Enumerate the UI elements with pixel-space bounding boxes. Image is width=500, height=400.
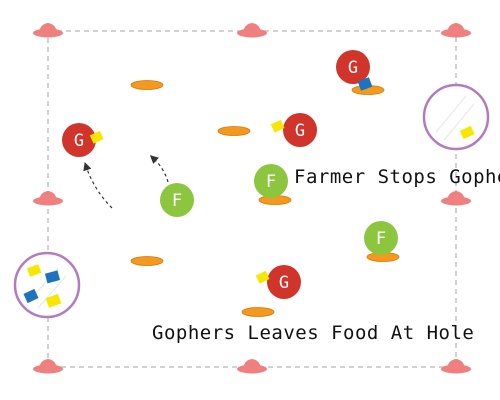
gopher-player: G bbox=[270, 113, 317, 147]
gopher-food-yellow bbox=[89, 130, 104, 144]
movement-arrow bbox=[83, 162, 113, 209]
food-zone-left bbox=[13, 251, 81, 319]
gopher-food-yellow bbox=[270, 119, 285, 133]
gopher-label: G bbox=[279, 273, 289, 293]
gopher-player: G bbox=[336, 50, 373, 91]
cones bbox=[33, 23, 471, 374]
food-item-blue bbox=[23, 288, 39, 304]
food-item-yellow bbox=[26, 264, 42, 277]
gopher-player: G bbox=[255, 265, 301, 299]
gopher-label: G bbox=[348, 58, 358, 78]
cone-bottom-right bbox=[441, 359, 471, 374]
farmer-label: F bbox=[376, 229, 386, 249]
cone-top-mid bbox=[237, 23, 267, 38]
caption-farmer-stops-gopher: Farmer Stops Gopher bbox=[294, 166, 500, 188]
hole bbox=[241, 307, 275, 317]
cone-top-right bbox=[441, 23, 471, 38]
farmer-player: F bbox=[364, 221, 398, 255]
hole bbox=[130, 256, 164, 266]
food-item-yellow bbox=[45, 293, 62, 308]
movement-arrow bbox=[149, 155, 169, 183]
cone-bottom-mid bbox=[237, 359, 267, 374]
caption-gopher-leaves-food: Gophers Leaves Food At Hole bbox=[152, 322, 475, 344]
food-zone-right bbox=[422, 83, 490, 151]
movement-arrows bbox=[83, 155, 169, 209]
farmer-player: F bbox=[160, 183, 194, 217]
cone-top-left bbox=[33, 23, 63, 38]
farmer-label: F bbox=[172, 191, 182, 211]
food-item-blue bbox=[44, 270, 61, 284]
gopher-food-blue bbox=[357, 77, 373, 91]
gopher-label: G bbox=[295, 121, 305, 141]
hole bbox=[130, 80, 164, 90]
cone-bottom-left bbox=[33, 359, 63, 374]
farmer-label: F bbox=[266, 172, 276, 192]
farmer-player: F bbox=[254, 164, 288, 198]
gopher-food-yellow bbox=[255, 270, 270, 284]
cone-mid-left bbox=[33, 191, 63, 206]
gopher-player: G bbox=[62, 123, 104, 157]
gopher-label: G bbox=[74, 131, 84, 151]
hole bbox=[217, 126, 251, 136]
cone-mid-right bbox=[441, 191, 471, 206]
field-boundary bbox=[47, 30, 457, 368]
food-item-yellow bbox=[459, 125, 475, 140]
